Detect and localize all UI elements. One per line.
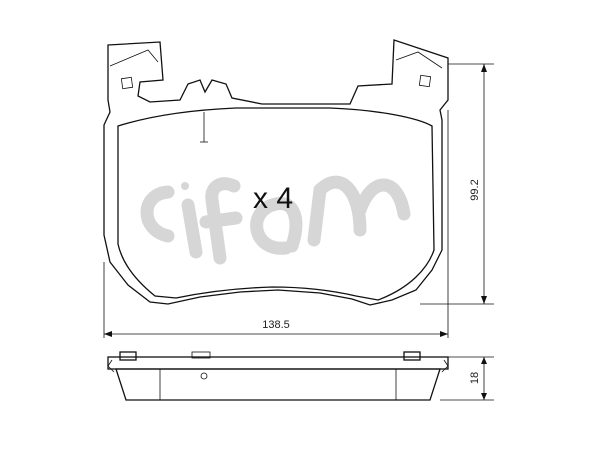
watermark-logo: cifam [140, 175, 411, 265]
friction-pad-front-view [117, 107, 435, 301]
thickness-dimension-label: 18 [469, 372, 481, 384]
backing-plate-front-view [103, 39, 449, 306]
mounting-hole-right [418, 74, 432, 88]
ear-detail-right [395, 51, 443, 69]
height-dimension: 99.2 [420, 63, 494, 305]
side-view-rivet [200, 372, 208, 380]
width-dimension: 138.5 [103, 110, 449, 338]
width-dimension-label: 138.5 [262, 319, 290, 331]
mounting-hole-left [120, 76, 134, 90]
brake-pad-side-view [107, 351, 449, 401]
ear-detail-left [109, 49, 159, 67]
side-view-backing-plate [107, 356, 449, 370]
height-dimension-label: 99.2 [469, 179, 481, 200]
quantity-label: x 4 [253, 182, 293, 215]
side-view-friction-material [115, 368, 441, 401]
thickness-dimension: 18 [440, 356, 494, 401]
